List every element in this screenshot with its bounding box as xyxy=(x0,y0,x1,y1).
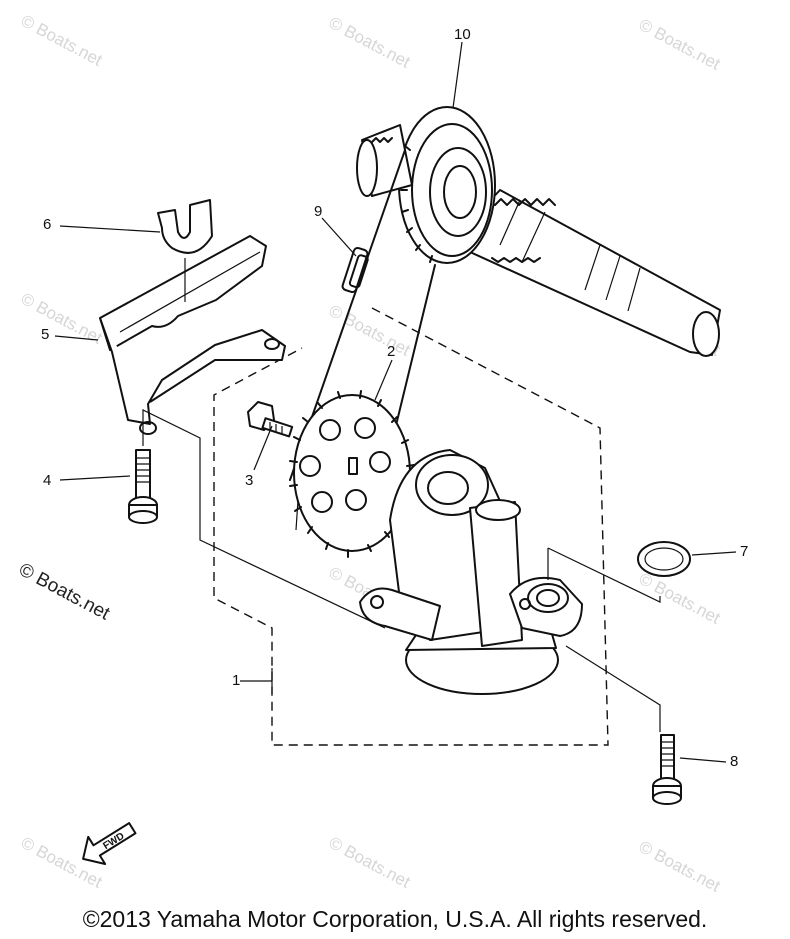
callout-6: 6 xyxy=(43,216,52,233)
callout-9: 9 xyxy=(314,203,323,220)
callout-10: 10 xyxy=(454,26,471,43)
callout-7: 7 xyxy=(740,543,749,560)
assembly-lines xyxy=(142,258,661,732)
retaining-clip xyxy=(157,199,213,254)
oil-pump-assembly-outline xyxy=(213,307,609,746)
sprocket-bolt xyxy=(247,401,294,438)
copyright-notice: ©2013 Yamaha Motor Corporation, U.S.A. A… xyxy=(82,906,708,932)
fwd-arrow-icon: FWD xyxy=(82,822,137,865)
callout-2: 2 xyxy=(387,343,396,360)
oil-pump-body xyxy=(359,449,583,695)
chain-joint xyxy=(341,246,369,294)
drive-gear-and-shaft xyxy=(356,106,721,357)
callout-3: 3 xyxy=(245,472,254,489)
pump-mounting-bolt xyxy=(652,734,682,805)
callout-5: 5 xyxy=(41,326,50,343)
o-ring xyxy=(637,541,691,577)
chain-guide-bracket xyxy=(99,235,286,435)
callout-leaders xyxy=(54,41,737,763)
bracket-bolt xyxy=(128,449,158,524)
callout-8: 8 xyxy=(730,753,739,770)
pump-sprocket xyxy=(289,390,415,558)
callout-4: 4 xyxy=(43,472,52,489)
callout-1: 1 xyxy=(232,672,241,689)
